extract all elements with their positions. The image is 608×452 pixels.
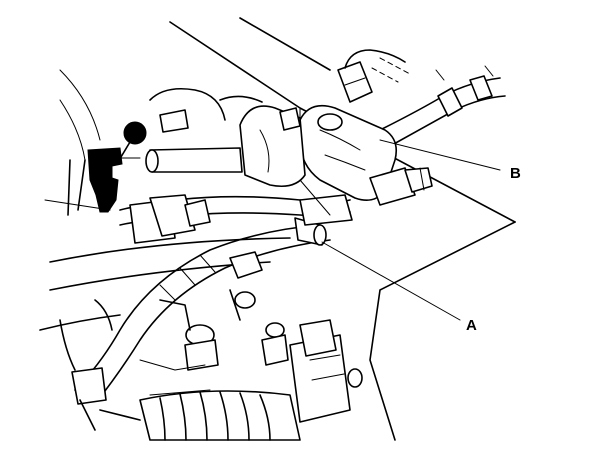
top-connector [337, 49, 411, 103]
left-bracket-assembly [67, 121, 147, 216]
leader-lines [321, 139, 501, 321]
corrugated-boot [71, 367, 301, 441]
lower-right-connector [261, 319, 363, 423]
lower-left-clutter [59, 289, 256, 396]
upper-hose [379, 65, 506, 146]
callout-a-label: A [466, 317, 477, 334]
top-left-bracket [149, 87, 263, 133]
valve-assembly-b [299, 104, 433, 206]
fitting-a [294, 179, 353, 246]
engine-body-outline [44, 17, 516, 441]
central-bracket [145, 105, 306, 188]
callout-b-label: B [510, 165, 521, 182]
wire-harness [74, 224, 331, 401]
